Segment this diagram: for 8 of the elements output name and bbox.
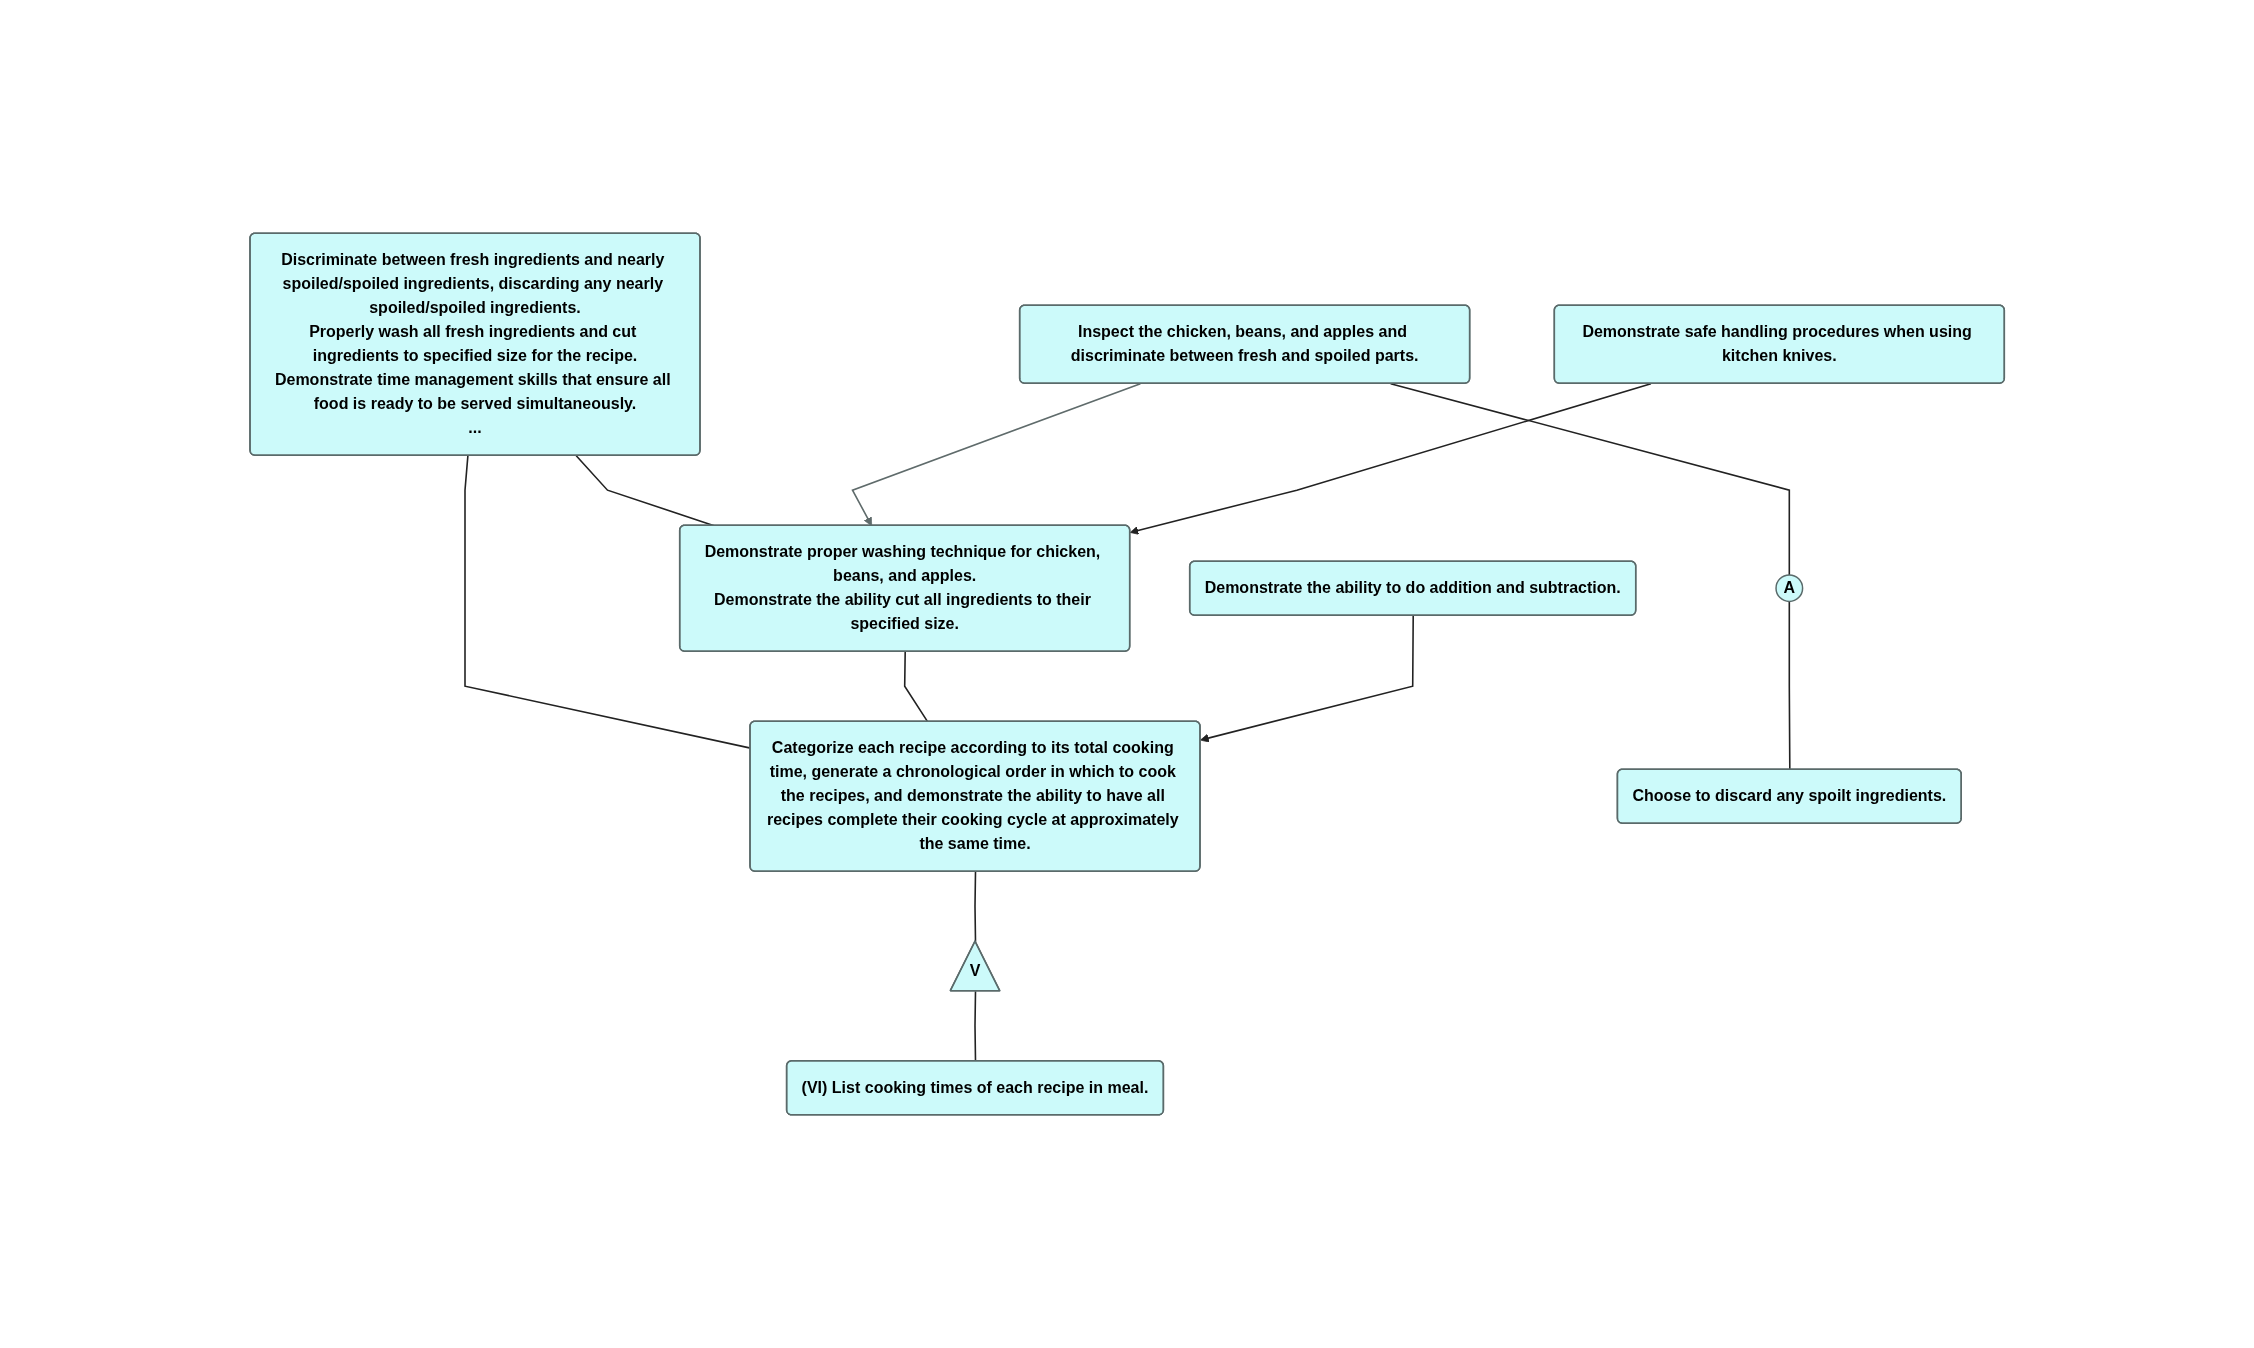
node-circle: A xyxy=(1775,574,1804,603)
arrow xyxy=(1199,614,1414,743)
connector xyxy=(974,870,977,943)
arrow xyxy=(1129,382,1652,535)
connector xyxy=(1389,382,1790,576)
arrow xyxy=(851,382,1142,527)
connector xyxy=(1788,600,1791,771)
connector xyxy=(903,650,929,723)
